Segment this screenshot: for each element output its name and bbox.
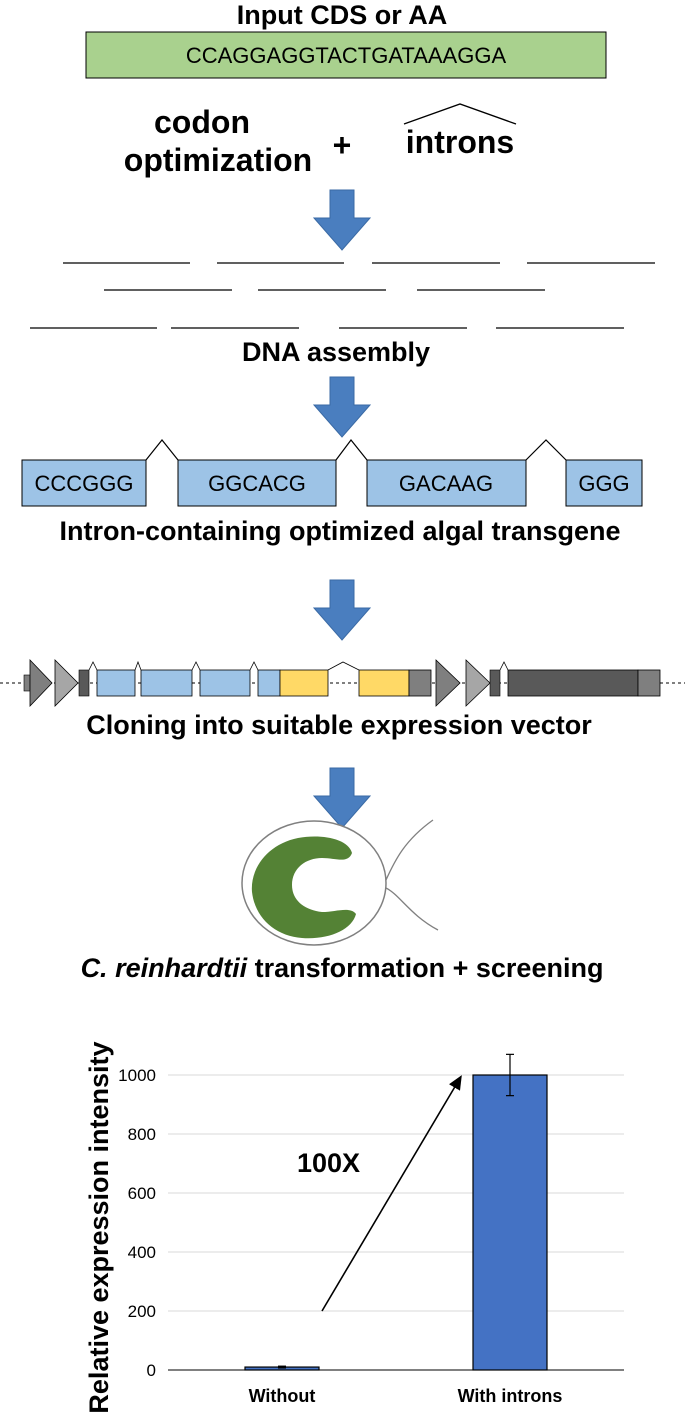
y-tick-label: 200 [128, 1302, 156, 1321]
exon-label: GACAAG [399, 471, 493, 496]
transgene-exons [21, 439, 643, 507]
transformation-label: C. reinhardtii transformation + screenin… [81, 953, 604, 983]
exon-label: GGG [578, 471, 629, 496]
dna-assembly-label: DNA assembly [242, 337, 430, 367]
promoter-arrow-icon [29, 659, 53, 707]
exon-box [21, 459, 147, 507]
codon-label-line2: optimization [124, 142, 312, 178]
down-arrow-icon [312, 767, 372, 829]
x-category-label: Without [249, 1386, 316, 1406]
input-sequence-box [85, 31, 607, 79]
bar [472, 1074, 548, 1371]
y-axis-label: Relative expression intensity [84, 1041, 114, 1413]
intron-link [335, 439, 368, 461]
exon-box [177, 459, 337, 507]
introns-label: introns [406, 124, 514, 160]
species-name: C. reinhardtii [81, 953, 248, 983]
algal-cell-icon [241, 819, 439, 946]
expression-vector [0, 659, 685, 707]
intron-hat-icon [403, 103, 517, 125]
x-category-label: With introns [458, 1386, 563, 1406]
exon-box [565, 459, 643, 507]
intron-link [525, 439, 567, 461]
y-tick-label: 400 [128, 1243, 156, 1262]
transgene-label: Intron-containing optimized algal transg… [59, 516, 620, 546]
down-arrow-icon [312, 189, 372, 251]
plus-sign: + [333, 127, 352, 163]
exon-box [366, 459, 527, 507]
oligo-fragments [30, 262, 655, 329]
vector-label: Cloning into suitable expression vector [86, 710, 592, 740]
down-arrow-icon [312, 579, 372, 641]
exon-label: GGCACG [208, 471, 306, 496]
input-sequence: CCAGGAGGTACTGATAAAGGA [186, 43, 507, 68]
y-tick-label: 0 [147, 1361, 156, 1380]
transformation-text: transformation + screening [247, 953, 603, 983]
increase-arrow [321, 1075, 462, 1312]
input-title: Input CDS or AA [237, 0, 447, 30]
fold-change-annotation: 100X [297, 1148, 360, 1178]
codon-label-line1: codon [154, 104, 250, 140]
promoter-arrow-icon [435, 659, 461, 707]
y-tick-label: 800 [128, 1125, 156, 1144]
intron-link [145, 439, 179, 461]
y-tick-label: 1000 [118, 1066, 156, 1085]
promoter-arrow-icon [465, 659, 491, 707]
exon-label: CCCGGG [35, 471, 134, 496]
y-tick-label: 600 [128, 1184, 156, 1203]
promoter-arrow-icon [54, 659, 79, 707]
down-arrow-icon [312, 376, 372, 438]
